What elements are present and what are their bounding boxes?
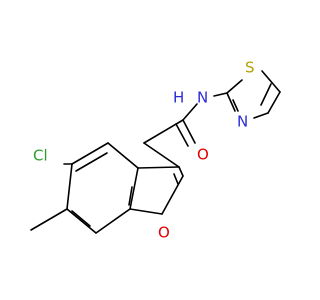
- carbonyl-double-bond: [175, 119, 196, 147]
- furan-ring: [129, 166, 184, 215]
- thiazole-nitrogen-label: N: [237, 113, 248, 131]
- thiazole-sulfur-label: S: [245, 59, 255, 77]
- ch2-bond: [143, 142, 180, 168]
- thiazole-ring: [226, 70, 281, 119]
- furan-oxygen-label: O: [158, 224, 170, 242]
- chlorine-label: Cl: [33, 147, 48, 165]
- amide-bond: [182, 103, 198, 121]
- carbonyl-carbon-bond: [143, 119, 184, 144]
- methyl-bond: [30, 208, 68, 231]
- molecule-diagram: Cl O N H S N O: [30, 59, 281, 242]
- amide-oxygen-label: O: [197, 146, 209, 164]
- n-thiazole-bond: [213, 92, 228, 97]
- structure-svg: Cl O N H S N O: [30, 59, 281, 242]
- amide-nitrogen-label: N: [197, 89, 208, 107]
- amide-hydrogen-label: H: [173, 89, 184, 107]
- benzene-ring: [66, 142, 139, 234]
